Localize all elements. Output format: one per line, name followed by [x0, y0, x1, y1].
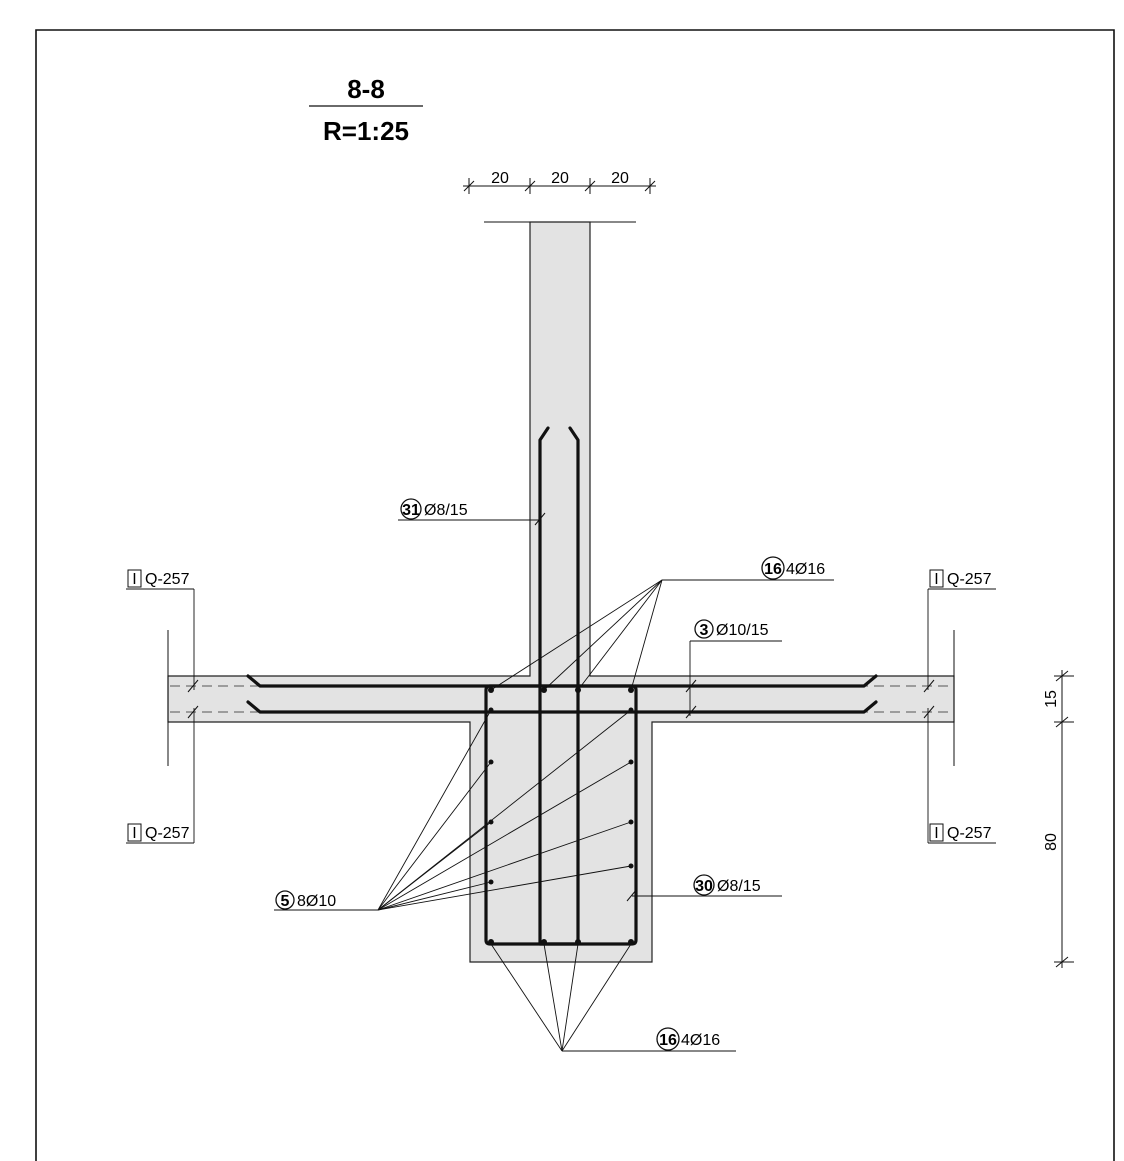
mesh-label-left-bottom: I Q-257	[126, 708, 195, 844]
mark-16-bottom: 16	[659, 1032, 677, 1049]
leader-top-bars: 16 4Ø16	[490, 556, 834, 691]
beam-stirrup	[484, 684, 638, 946]
slab-bottom-bar	[246, 700, 878, 714]
svg-text:Q-257: Q-257	[145, 571, 190, 588]
leader-side-bars: 5 8Ø10	[274, 709, 632, 911]
section-title-block: 8-8 R=1:25	[309, 74, 423, 146]
spec-16-top: 4Ø16	[786, 561, 825, 578]
mark-31: 31	[402, 502, 420, 519]
wall-stirrup-tick	[534, 512, 546, 526]
beam-stirrup-tick	[626, 888, 638, 902]
svg-text:I: I	[132, 825, 136, 842]
mark-3-circle	[694, 619, 714, 639]
dim-top-2: 20	[551, 170, 569, 187]
concrete-section	[167, 221, 955, 963]
spec-3: Ø10/15	[716, 622, 769, 639]
section-title: 8-8	[347, 74, 385, 104]
sheet-frame	[35, 29, 1115, 1161]
svg-text:Q-257: Q-257	[145, 825, 190, 842]
mark-3: 3	[700, 622, 709, 639]
mesh-label-right-top: I Q-257	[927, 569, 996, 690]
mark-30: 30	[695, 878, 713, 895]
leader-beam-stirrup: 30 Ø8/15	[632, 874, 782, 897]
mark-16-top: 16	[764, 561, 782, 578]
mark-16-bottom-circle	[656, 1027, 680, 1051]
svg-text:I: I	[132, 571, 136, 588]
svg-text:Q-257: Q-257	[947, 825, 992, 842]
dim-top-3: 20	[611, 170, 629, 187]
mark-5: 5	[281, 893, 290, 910]
spec-30: Ø8/15	[717, 878, 761, 895]
dim-right-2: 80	[1043, 833, 1060, 851]
mesh-label-right-bottom: I Q-257	[927, 708, 996, 844]
top-dimension-chain: 20 20 20	[463, 170, 656, 194]
leader-wall-stirrup: 31 Ø8/15	[398, 498, 540, 521]
mesh-ticks	[187, 679, 935, 719]
mark-5-circle	[275, 890, 295, 910]
dim-right-1: 15	[1043, 690, 1060, 708]
dim-top-1: 20	[491, 170, 509, 187]
svg-text:Q-257: Q-257	[947, 571, 992, 588]
slab-bar-ticks	[685, 679, 697, 719]
leader-bottom-bars: 16 4Ø16	[490, 943, 736, 1052]
spec-31: Ø8/15	[424, 502, 468, 519]
mark-16-top-circle	[761, 556, 785, 580]
spec-16-bottom: 4Ø16	[681, 1032, 720, 1049]
svg-text:I: I	[934, 825, 938, 842]
right-dimension-chain: 15 80	[1043, 670, 1074, 968]
mark-30-circle	[693, 874, 715, 896]
mark-31-circle	[400, 498, 422, 520]
mesh-label-left-top: I Q-257	[126, 569, 195, 690]
scale-label: R=1:25	[323, 116, 409, 146]
leader-slab-bars: 3 Ø10/15	[689, 619, 782, 716]
spec-5: 8Ø10	[297, 893, 336, 910]
svg-text:I: I	[934, 571, 938, 588]
